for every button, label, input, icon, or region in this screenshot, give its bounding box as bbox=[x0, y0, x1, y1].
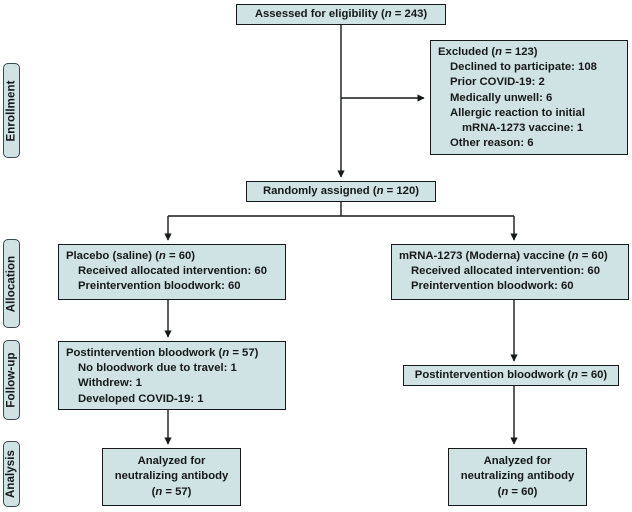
analysis-right-line3: (n = 60) bbox=[497, 485, 538, 498]
excluded-reason-other: Other reason: 6 bbox=[450, 137, 534, 150]
phase-label-analysis: Analysis bbox=[5, 449, 18, 499]
excluded-reason-allergic-cont: mRNA-1273 vaccine: 1 bbox=[462, 122, 584, 135]
node-analysis-vaccine: Analyzed for neutralizing antibody (n = … bbox=[448, 448, 587, 506]
follow-left-no-bloodwork: No bloodwork due to travel: 1 bbox=[78, 362, 237, 375]
analysis-right-line1: Analyzed for bbox=[483, 455, 552, 468]
alloc-left-preintervention: Preintervention bloodwork: 60 bbox=[78, 280, 241, 293]
excluded-reason-declined: Declined to participate: 108 bbox=[450, 61, 597, 74]
analysis-right-line2: neutralizing antibody bbox=[460, 470, 575, 483]
analysis-left-line2: neutralizing antibody bbox=[114, 470, 229, 483]
alloc-right-received: Received allocated intervention: 60 bbox=[411, 265, 600, 278]
phase-label-allocation: Allocation bbox=[5, 255, 18, 312]
node-followup-placebo: Postintervention bloodwork (n = 57) No b… bbox=[58, 341, 286, 410]
phase-tab-followup: Follow-up bbox=[3, 340, 20, 420]
excluded-reason-allergic: Allergic reaction to initial bbox=[450, 106, 585, 119]
analysis-left-line3: (n = 57) bbox=[151, 485, 192, 498]
node-excluded: Excluded (n = 123) Declined to participa… bbox=[430, 40, 628, 155]
excluded-title: Excluded (n = 123) bbox=[438, 46, 538, 58]
randomized-title: Randomly assigned (n = 120) bbox=[262, 184, 420, 197]
phase-tab-analysis: Analysis bbox=[3, 441, 20, 507]
follow-right-title: Postintervention bloodwork (n = 60) bbox=[414, 368, 608, 381]
excluded-reason-prior-covid: Prior COVID-19: 2 bbox=[450, 76, 545, 89]
phase-tab-allocation: Allocation bbox=[3, 239, 20, 328]
alloc-right-title: mRNA-1273 (Moderna) vaccine (n = 60) bbox=[399, 250, 608, 262]
excluded-reason-medically-unwell: Medically unwell: 6 bbox=[450, 91, 553, 104]
node-followup-vaccine: Postintervention bloodwork (n = 60) bbox=[403, 365, 619, 386]
phase-label-enrollment: Enrollment bbox=[5, 79, 18, 142]
alloc-left-received: Received allocated intervention: 60 bbox=[78, 265, 267, 278]
alloc-right-preintervention: Preintervention bloodwork: 60 bbox=[411, 280, 574, 293]
assessed-title: Assessed for eligibility (n = 243) bbox=[254, 7, 428, 20]
phase-tab-enrollment: Enrollment bbox=[3, 63, 20, 158]
follow-left-title: Postintervention bloodwork (n = 57) bbox=[66, 347, 259, 359]
node-assessed-for-eligibility: Assessed for eligibility (n = 243) bbox=[236, 4, 446, 25]
node-randomly-assigned: Randomly assigned (n = 120) bbox=[246, 181, 436, 202]
phase-label-followup: Follow-up bbox=[5, 352, 18, 408]
analysis-left-line1: Analyzed for bbox=[137, 455, 206, 468]
node-allocation-vaccine: mRNA-1273 (Moderna) vaccine (n = 60) Rec… bbox=[391, 244, 629, 300]
follow-left-withdrew: Withdrew: 1 bbox=[78, 377, 142, 390]
alloc-left-title: Placebo (saline) (n = 60) bbox=[66, 250, 196, 262]
node-allocation-placebo: Placebo (saline) (n = 60) Received alloc… bbox=[58, 244, 286, 300]
follow-left-developed-covid: Developed COVID-19: 1 bbox=[78, 392, 204, 405]
node-analysis-placebo: Analyzed for neutralizing antibody (n = … bbox=[102, 448, 241, 506]
